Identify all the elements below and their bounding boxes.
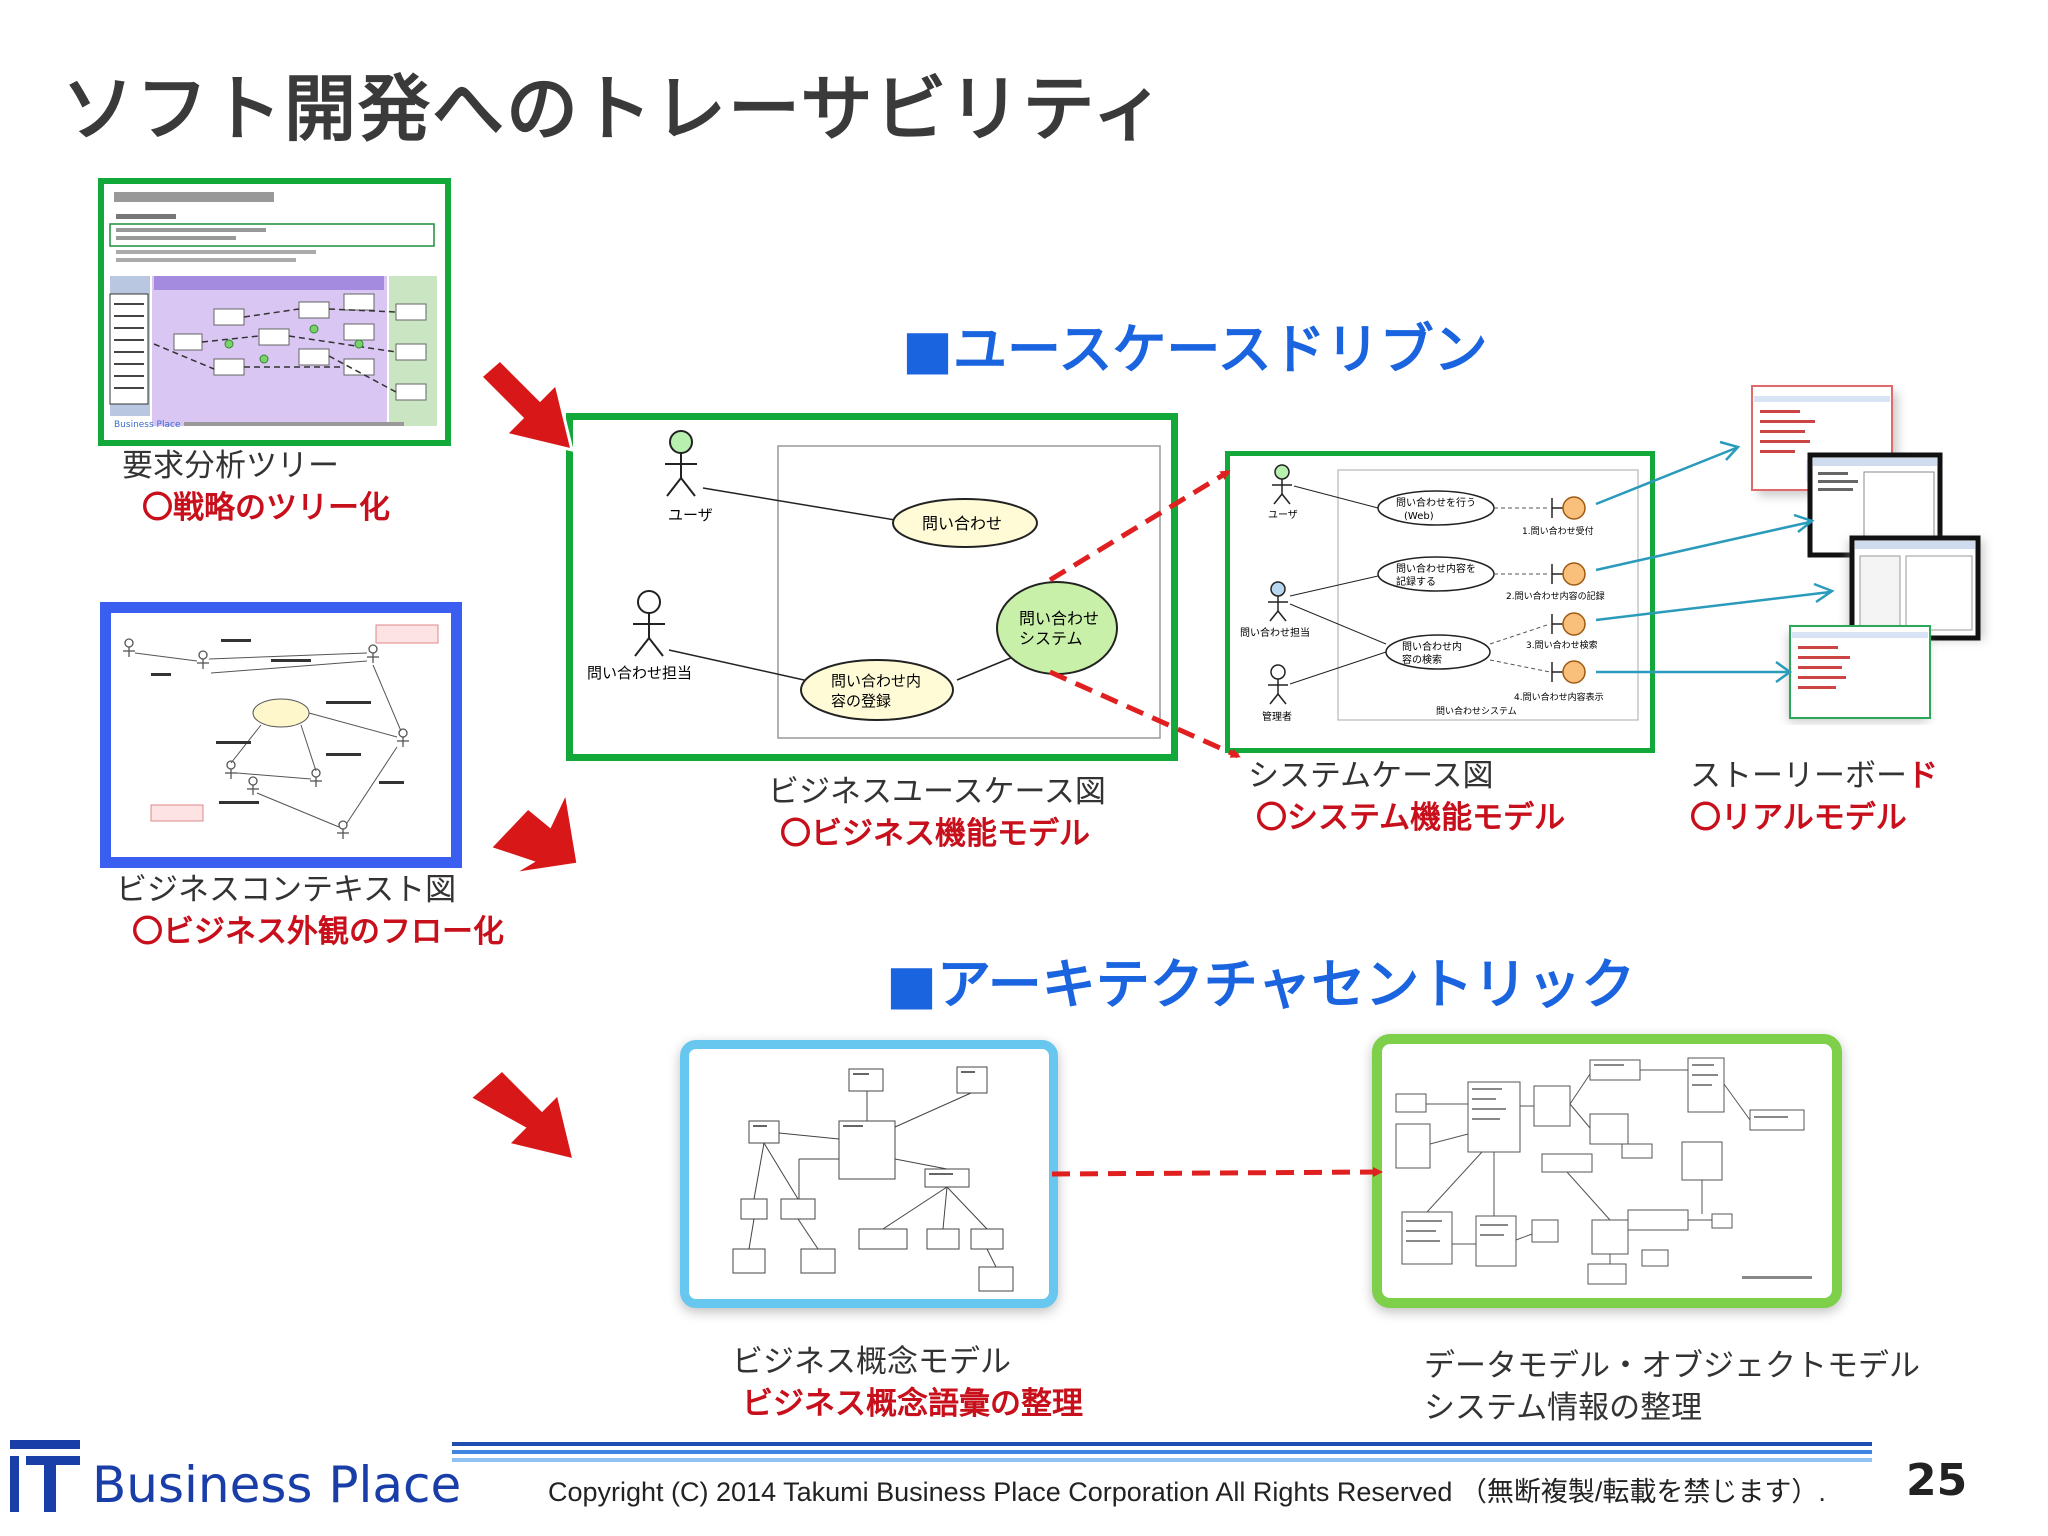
biz-actor-user: ユーザ	[668, 506, 713, 524]
dashed-arrow-right	[1051, 1167, 1383, 1178]
business-usecase-diagram: ユーザ 問い合わせ担当 問い合わせ 問い合わせ内 容の登録 問い合わせ システム	[566, 413, 1178, 761]
data-model-label: データモデル・オブジェクトモデル	[1424, 1348, 1920, 1384]
dashed-arrow-down	[1048, 669, 1241, 759]
svg-text:Business Place: Business Place	[114, 420, 181, 430]
storyboard-sub: 〇リアルモデル	[1690, 800, 1907, 836]
sys-boundary-4: 4.問い合わせ内容表示	[1514, 691, 1604, 703]
business-usecase-label: ビジネスユースケース図	[768, 774, 1106, 810]
sys-uc1-b: (Web)	[1404, 511, 1434, 522]
sys-uc2-b: 記録する	[1396, 575, 1436, 588]
red-arrow-1	[467, 357, 575, 453]
system-case-diagram: ユーザ 問い合わせ担当 管理者 問い合わせを行う (Web) 問い合わせ内容を …	[1225, 451, 1655, 753]
sys-uc2-a: 問い合わせ内容を	[1396, 562, 1476, 575]
business-context-label: ビジネスコンテキスト図	[116, 872, 457, 908]
storyboard-screens	[1751, 385, 1984, 722]
data-model-sub: システム情報の整理	[1424, 1390, 1703, 1426]
logo-text: Business Place	[92, 1456, 462, 1514]
storyboard-label: ストーリーボード	[1690, 758, 1938, 794]
system-case-label: システムケース図	[1248, 758, 1494, 794]
business-usecase-sub: 〇ビジネス機能モデル	[780, 816, 1090, 852]
section-architecture-centric: ■アーキテクチャセントリック	[886, 953, 1636, 1016]
requirement-tree-label: 要求分析ツリー	[122, 448, 339, 484]
page-title: ソフト開発へのトレーサビリティ	[62, 67, 1167, 151]
business-context-thumbnail	[100, 602, 462, 868]
sys-actor-admin: 管理者	[1262, 710, 1292, 723]
red-arrow-3	[467, 1067, 577, 1163]
dashed-arrow-up	[1048, 469, 1231, 583]
biz-uc-system-1: 問い合わせ	[1019, 609, 1099, 628]
logo: Business Place	[6, 1434, 461, 1524]
requirement-tree-thumbnail: Business Place	[98, 178, 451, 446]
sys-boundary-2: 2.問い合わせ内容の記録	[1506, 590, 1605, 602]
biz-uc-register-2: 容の登録	[831, 692, 891, 710]
system-case-sub: 〇システム機能モデル	[1256, 800, 1566, 836]
section-usecase-driven: ■ユースケースドリブン	[902, 318, 1488, 381]
sys-actor-user: ユーザ	[1268, 509, 1298, 521]
footer-rule-top	[452, 1442, 1872, 1446]
biz-uc-system-2: システム	[1019, 629, 1083, 648]
sys-boundary-3: 3.問い合わせ検索	[1526, 639, 1598, 651]
teal-arrows	[1595, 440, 1835, 684]
biz-actor-staff: 問い合わせ担当	[587, 664, 692, 682]
page-number: 25	[1906, 1455, 1968, 1506]
sys-uc3-a: 問い合わせ内	[1402, 640, 1462, 653]
sys-uc1-a: 問い合わせを行う	[1396, 496, 1476, 509]
business-concept-label: ビジネス概念モデル	[732, 1344, 1011, 1380]
biz-uc-register-1: 問い合わせ内	[831, 672, 921, 690]
sys-boundary-name: 問い合わせシステム	[1436, 705, 1517, 717]
footer-rule-bottom	[452, 1458, 1872, 1462]
sys-boundary-1: 1.問い合わせ受付	[1522, 525, 1594, 537]
red-arrow-2	[487, 787, 580, 876]
requirement-tree-sub: 〇戦略のツリー化	[142, 490, 390, 526]
copyright: Copyright (C) 2014 Takumi Business Place…	[548, 1477, 1826, 1507]
footer-rule-middle	[452, 1450, 1872, 1454]
sys-actor-staff: 問い合わせ担当	[1240, 626, 1310, 639]
business-concept-sub: ビジネス概念語彙の整理	[742, 1386, 1083, 1422]
business-context-sub: 〇ビジネス外観のフロー化	[132, 914, 504, 950]
sys-uc3-b: 容の検索	[1402, 653, 1442, 666]
biz-uc-inquiry: 問い合わせ	[922, 514, 1002, 533]
